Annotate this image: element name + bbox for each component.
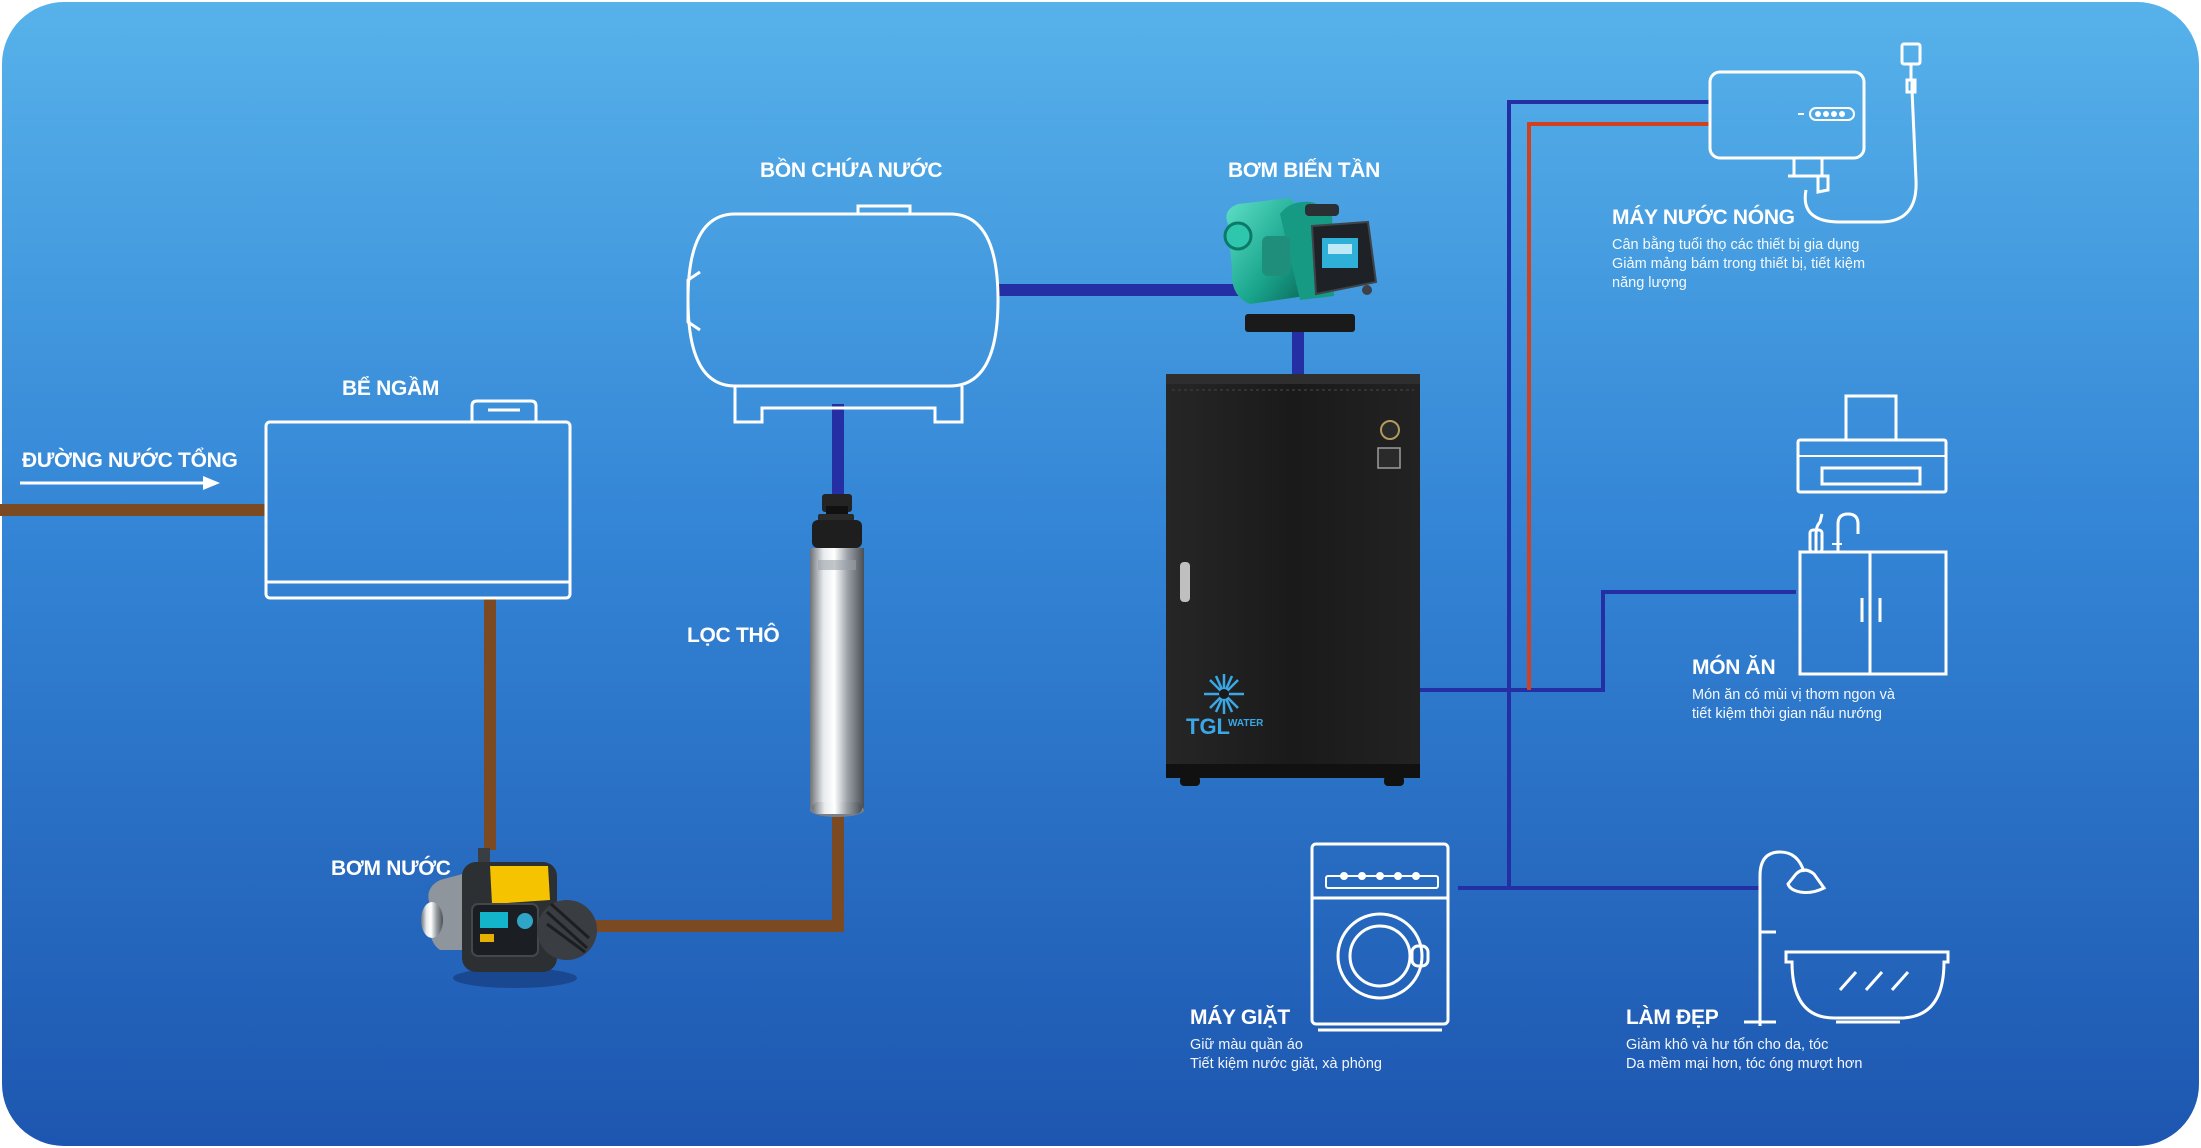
washing-machine-description: Giữ màu quần áo Tiết kiệm nước giặt, xà … (1190, 1036, 1382, 1074)
water-heater-desc-line: năng lượng (1612, 275, 1687, 291)
water-heater-icon (1708, 42, 1922, 224)
underground-tank-icon (264, 399, 572, 600)
filter-cabinet: TGL WATER (1166, 374, 1420, 786)
cooking-desc-line: Món ăn có mùi vị thơm ngon và (1692, 687, 1895, 703)
tgl-logo-text: TGL (1186, 714, 1230, 739)
underground-tank-label: BỂ NGẦM (342, 377, 440, 400)
pipe-hot-water (1527, 122, 1710, 690)
inverter-pump-icon (1223, 198, 1378, 332)
beauty-description: Giảm khô và hư tổn cho da, tóc Da mềm mạ… (1626, 1036, 1862, 1074)
arrow-head-icon (203, 476, 220, 490)
beauty-desc-line: Giảm khô và hư tổn cho da, tóc (1626, 1037, 1829, 1053)
storage-tank-icon (686, 204, 1000, 424)
washing-machine-icon (1310, 842, 1450, 1032)
storage-tank-label: BỒN CHỨA NƯỚC (760, 159, 943, 182)
water-heater-desc-line: Cân bằng tuổi thọ các thiết bị gia dụng (1612, 237, 1860, 253)
water-pump-icon (421, 848, 597, 988)
inverter-pump-label: BƠM BIẾN TẦN (1228, 159, 1380, 182)
water-heater-title: MÁY NƯỚC NÓNG (1612, 206, 1795, 229)
washing-machine-desc-line: Giữ màu quần áo (1190, 1037, 1303, 1053)
pipes (0, 100, 1796, 932)
beauty-title: LÀM ĐẸP (1626, 1006, 1719, 1029)
pipe-riser (1507, 100, 1710, 888)
water-pump-label: BƠM NƯỚC (331, 857, 451, 880)
cabinet-handle-icon (1180, 562, 1190, 602)
main-inlet-label: ĐƯỜNG NƯỚC TỔNG (22, 449, 238, 472)
washing-machine-desc-line: Tiết kiệm nước giặt, xà phòng (1190, 1056, 1382, 1072)
beauty-desc-line: Da mềm mại hơn, tóc óng mượt hơn (1626, 1056, 1863, 1072)
coarse-filter-icon (810, 494, 864, 817)
qr-code-icon (1377, 447, 1401, 469)
cooking-desc-line: tiết kiệm thời gian nấu nướng (1692, 706, 1882, 722)
coarse-filter-label: LỌC THÔ (687, 624, 780, 647)
water-heater-description: Cân bằng tuổi thọ các thiết bị gia dụng … (1612, 236, 1865, 293)
pipe-pump-to-filter (580, 815, 844, 932)
tgl-logo-suffix: WATER (1228, 718, 1264, 729)
water-heater-desc-line: Giảm mảng bám trong thiết bị, tiết kiệm (1612, 256, 1866, 272)
cooking-description: Món ăn có mùi vị thơm ngon và tiết kiệm … (1692, 686, 1895, 724)
kitchen-icon (1796, 394, 1948, 676)
washing-machine-title: MÁY GIẶT (1190, 1006, 1290, 1029)
bath-shower-icon (1744, 850, 1950, 1026)
cooking-title: MÓN ĂN (1692, 656, 1776, 679)
